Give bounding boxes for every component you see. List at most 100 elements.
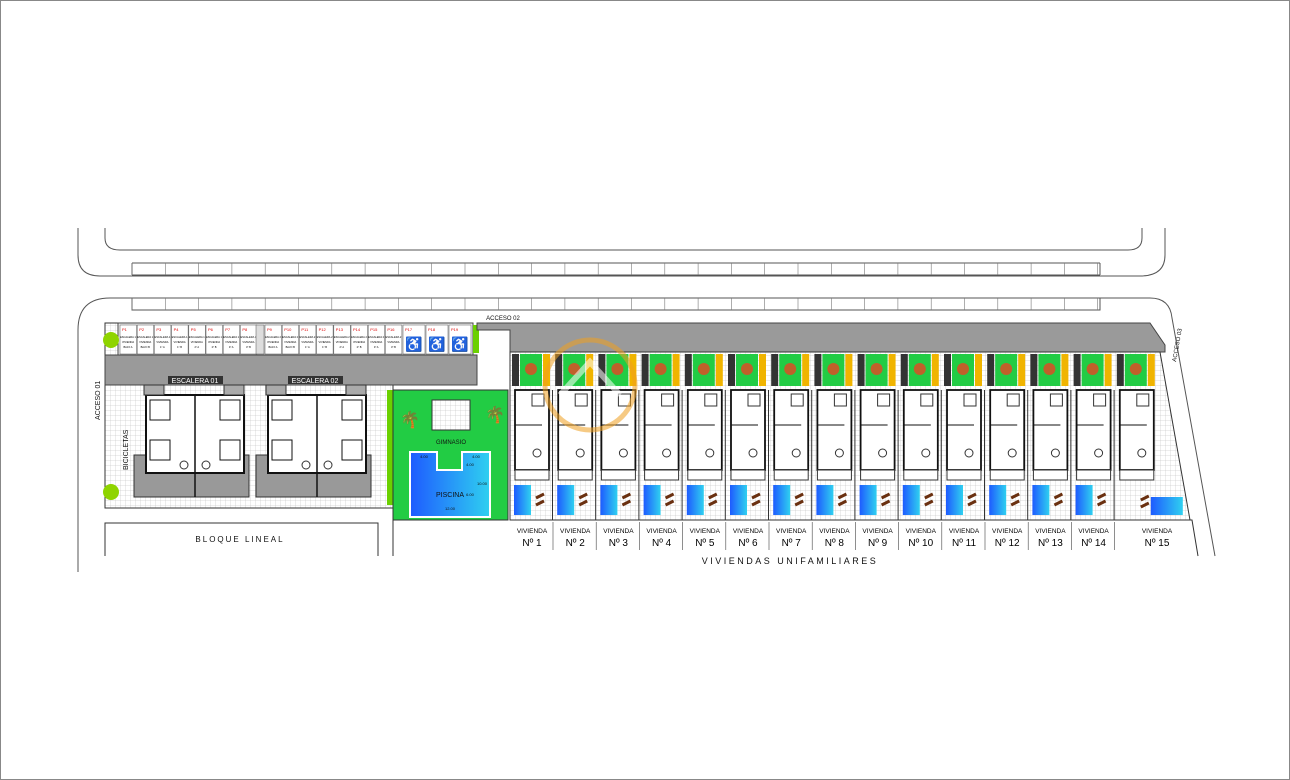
sun-lounger-icon bbox=[1140, 494, 1150, 509]
tree-icon bbox=[1086, 363, 1099, 375]
house-plot bbox=[987, 354, 1029, 520]
private-pool bbox=[989, 485, 1007, 515]
parking-unit: VIVIENDA bbox=[139, 340, 151, 344]
access-03-label: ACCESO 03 bbox=[1172, 327, 1184, 362]
tree-icon bbox=[1043, 363, 1056, 375]
parking-unit: VIVIENDA bbox=[319, 340, 331, 344]
parking-unit: VIVIENDA bbox=[174, 340, 186, 344]
house-plot bbox=[771, 354, 813, 520]
parking-unit: 2º A bbox=[194, 345, 199, 349]
access-02-label: ACCESO 02 bbox=[486, 316, 520, 322]
parking-stair: ESCALERA 2 bbox=[265, 335, 281, 339]
parking-stair: ESCALERA 2 bbox=[334, 335, 350, 339]
parking-id: P4 bbox=[174, 327, 180, 332]
sun-lounger-icon bbox=[794, 492, 804, 507]
private-pool bbox=[902, 485, 920, 515]
house-word: VIVIENDA bbox=[862, 528, 893, 535]
tree-icon bbox=[697, 363, 710, 375]
parking-id: P19 bbox=[451, 327, 459, 332]
parking-stair: ESCALERA 1 bbox=[120, 335, 136, 339]
access-01-label: ACCESO 01 bbox=[95, 381, 102, 420]
wheelchair-icon: ♿ bbox=[428, 336, 445, 353]
parking-id: P14 bbox=[353, 327, 361, 332]
palm-tree-icon: 🌴 bbox=[400, 410, 420, 429]
house-lane bbox=[476, 322, 1166, 353]
street bbox=[77, 228, 1216, 572]
house-plot bbox=[728, 354, 769, 520]
parking-unit: VIVIENDA bbox=[284, 340, 296, 344]
parking-unit: 3º B bbox=[246, 345, 251, 349]
parking-stair: ESCALERA 1 bbox=[172, 335, 188, 339]
apartment-buildings bbox=[133, 384, 372, 498]
pool-dim: 12.00 bbox=[445, 506, 456, 511]
accessible-parking-space: P18♿ bbox=[425, 324, 449, 355]
parking-unit: 2º B bbox=[212, 345, 217, 349]
palm-tree-icon: 🌴 bbox=[485, 405, 505, 424]
sun-lounger-icon bbox=[621, 492, 632, 507]
parking-unit: VIVIENDA bbox=[336, 340, 348, 344]
bicycles-label: BICICLETAS bbox=[123, 429, 130, 470]
hedge bbox=[387, 390, 393, 505]
parking-stair: ESCALERA 2 bbox=[368, 335, 384, 339]
house-word: VIVIENDA bbox=[949, 528, 980, 535]
parking-id: P11 bbox=[301, 327, 309, 332]
parking-id: P6 bbox=[208, 327, 214, 332]
parking-id: P15 bbox=[370, 327, 378, 332]
private-pool bbox=[1075, 485, 1093, 515]
private-pool bbox=[1032, 485, 1050, 515]
parking-unit: VIVIENDA bbox=[156, 340, 168, 344]
private-pool bbox=[557, 485, 575, 515]
private-pool bbox=[686, 485, 704, 515]
house-plot bbox=[598, 354, 640, 520]
pool-dim: 10.00 bbox=[477, 481, 488, 486]
parking-unit: VIVIENDA bbox=[225, 340, 237, 344]
private-pool bbox=[859, 485, 877, 515]
sun-lounger-icon bbox=[924, 492, 934, 507]
tree-icon bbox=[611, 363, 624, 375]
parking-id: P9 bbox=[267, 327, 273, 332]
tree-icon bbox=[654, 363, 667, 375]
house-plot bbox=[900, 354, 942, 520]
stair-label-01: ESCALERA 01 bbox=[172, 378, 219, 385]
pool-dim: 4.00 bbox=[472, 454, 481, 459]
linear-block-outline bbox=[104, 522, 379, 556]
parking-id: P12 bbox=[319, 327, 327, 332]
house-word: VIVIENDA bbox=[690, 528, 721, 535]
community-pool bbox=[409, 451, 491, 518]
house-number: Nº 1 bbox=[522, 538, 542, 549]
house-word: VIVIENDA bbox=[1035, 528, 1066, 535]
parking-stair: ESCALERA 1 bbox=[240, 335, 256, 339]
tree-icon bbox=[741, 363, 753, 375]
house-plot bbox=[1073, 354, 1115, 520]
private-pool bbox=[1150, 497, 1183, 515]
sun-lounger-icon bbox=[1053, 492, 1064, 507]
parking-unit: 2º A bbox=[339, 345, 344, 349]
parking-unit: 1º B bbox=[322, 345, 327, 349]
house-word: VIVIENDA bbox=[517, 528, 548, 535]
houses-group-label: VIVIENDAS UNIFAMILIARES bbox=[702, 556, 879, 566]
house-word: VIVIENDA bbox=[733, 528, 764, 535]
sidewalk-tiles bbox=[131, 263, 1098, 310]
house-label: VIVIENDA Nº 2 bbox=[560, 522, 597, 550]
parking-unit: VIVIENDA bbox=[267, 340, 279, 344]
house-label: VIVIENDA Nº 1 bbox=[517, 522, 554, 550]
wheelchair-icon: ♿ bbox=[451, 336, 468, 353]
hedge bbox=[473, 325, 479, 353]
parking-unit: 1º B bbox=[177, 345, 182, 349]
house-word: VIVIENDA bbox=[560, 528, 591, 535]
house-number: Nº 2 bbox=[566, 538, 586, 549]
tree-icon bbox=[1000, 363, 1013, 375]
sun-lounger-icon bbox=[751, 492, 761, 507]
